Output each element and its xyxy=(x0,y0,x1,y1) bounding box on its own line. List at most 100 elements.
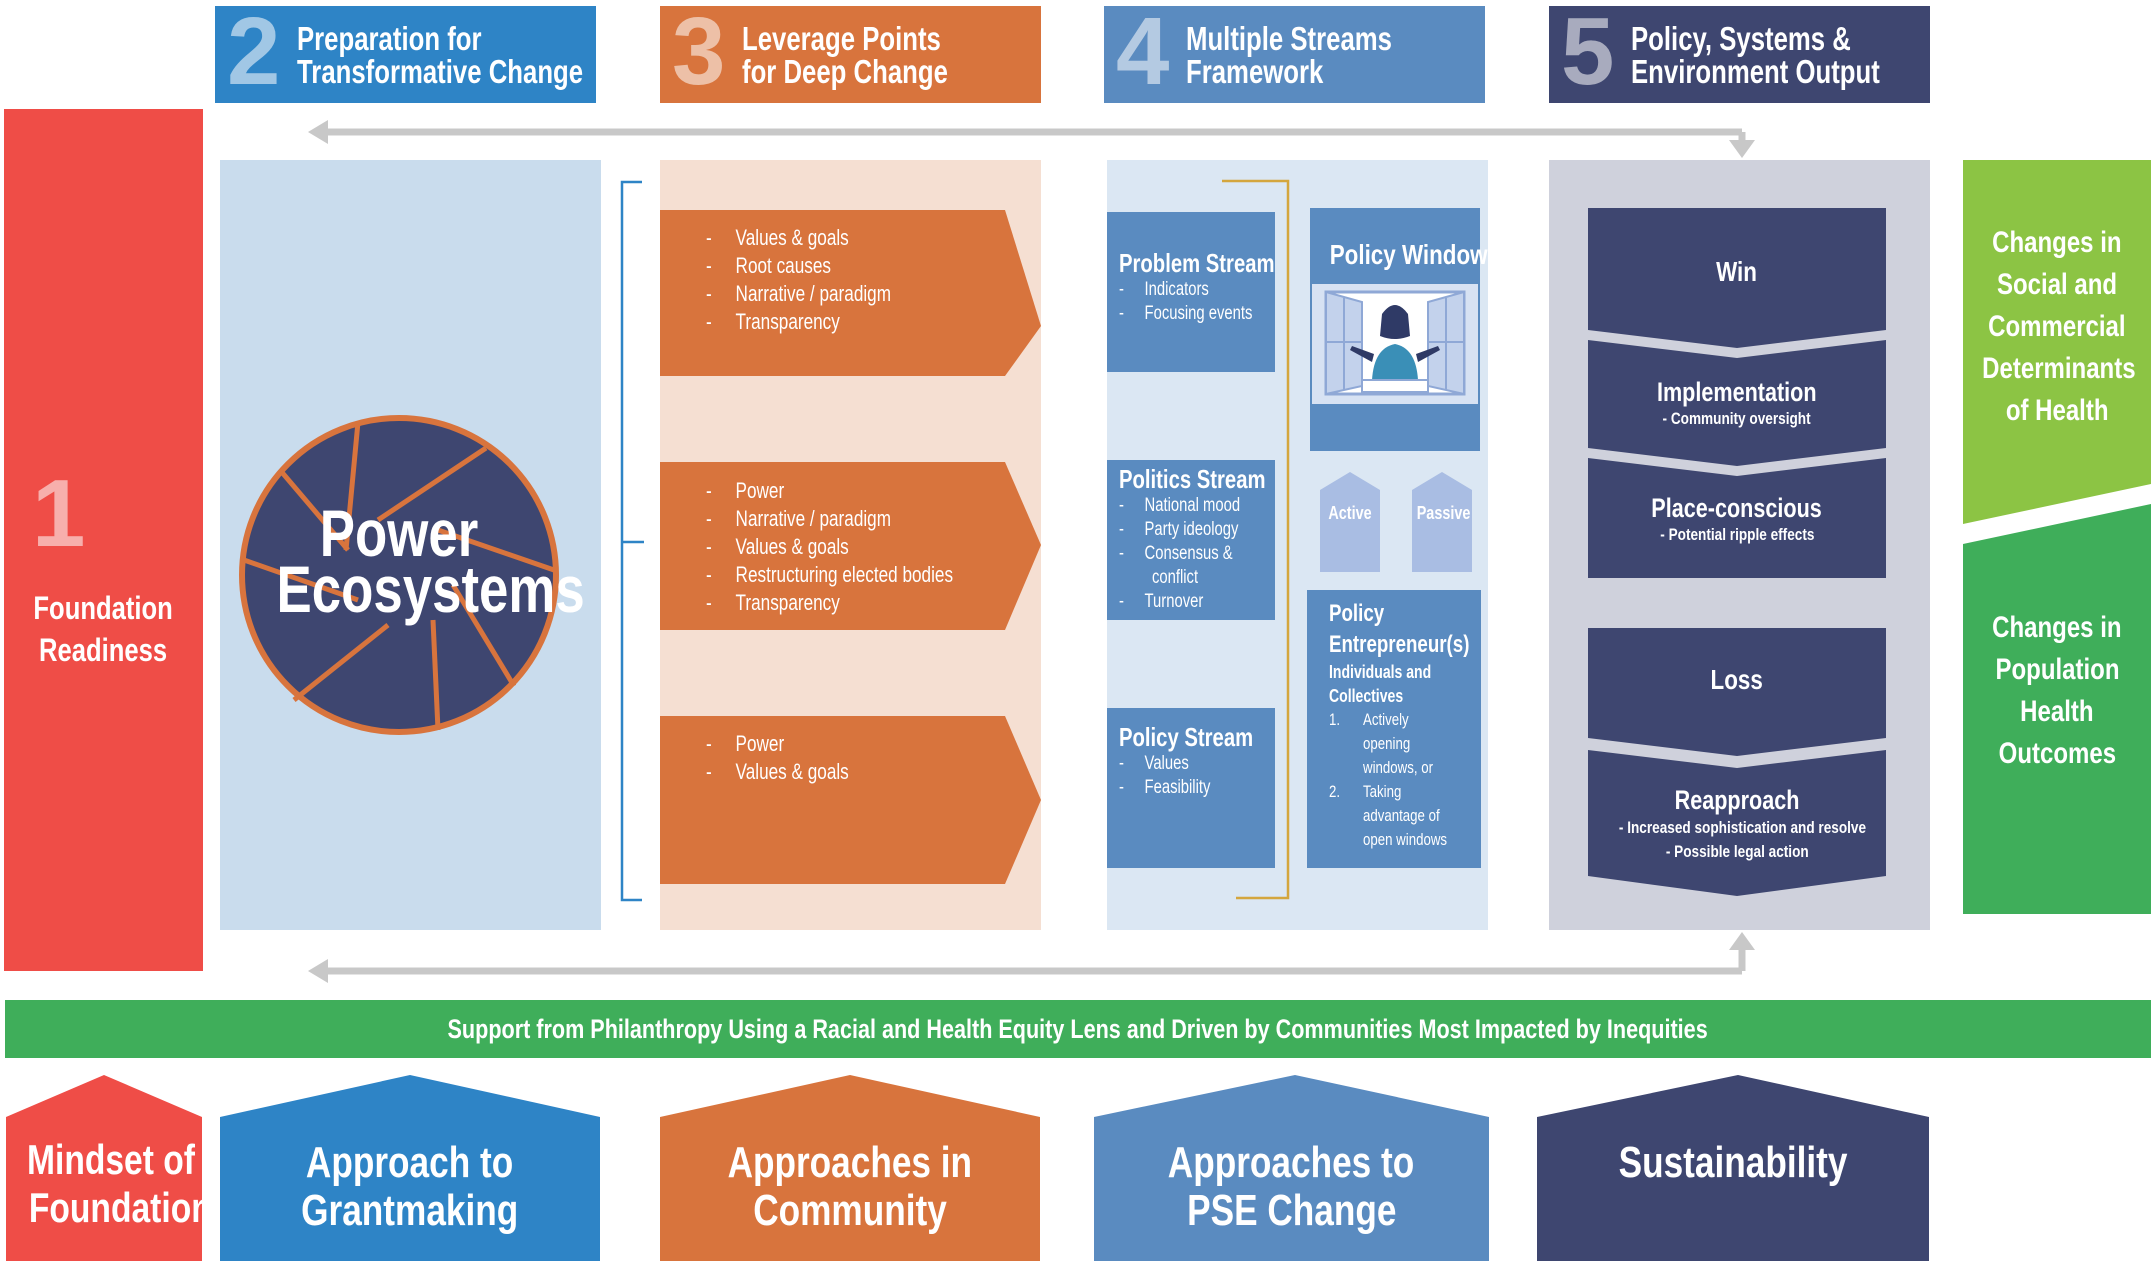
outcome-line: Commercial xyxy=(1988,310,2126,343)
bottom-label: Sustainability xyxy=(1618,1138,1848,1187)
bottom-label: Mindset of xyxy=(26,1136,195,1183)
leverage-item: Restructuring elected bodies xyxy=(735,562,954,587)
implementation-sub: - Community oversight xyxy=(1662,409,1812,428)
arrowhead-up-bottom xyxy=(1729,932,1755,950)
header-number: 2 xyxy=(227,0,281,105)
stream-item: Feasibility xyxy=(1144,777,1211,798)
header-title-line1: Policy, Systems & xyxy=(1631,20,1851,57)
entrepreneur-title-line1: Policy xyxy=(1329,600,1385,627)
passive-label: Passive xyxy=(1416,503,1471,523)
bottom-pentagons xyxy=(6,1075,1929,1261)
active-passive-shapes xyxy=(1320,472,1472,572)
leverage-list-3: - Power - Values & goals xyxy=(706,731,849,784)
policy-stream-title: Policy Stream xyxy=(1119,722,1254,752)
outcome-line: Social and xyxy=(1996,268,2118,301)
outcome-line: of Health xyxy=(2005,394,2109,427)
politics-stream-title: Politics Stream xyxy=(1119,464,1266,494)
outcome-line: Population xyxy=(1994,653,2119,686)
header-title-line2: Framework xyxy=(1186,53,1324,90)
leverage-item: Narrative / paradigm xyxy=(735,281,892,306)
header-pse-output: 5 Policy, Systems &Environment Output xyxy=(1549,2,1930,103)
policy-window-title: Policy Window xyxy=(1329,239,1488,270)
entrepreneur-text: advantage of xyxy=(1363,806,1440,825)
header-number: 3 xyxy=(672,0,726,105)
place-chevron xyxy=(1588,458,1886,578)
leverage-item: Values & goals xyxy=(735,225,849,250)
outcome-line: Changes in xyxy=(1992,226,2122,259)
power-title-line2: Ecosystems xyxy=(276,552,585,626)
stream-item: Indicators xyxy=(1144,279,1209,300)
problem-stream-box: Problem Stream - Indicators - Focusing e… xyxy=(1107,212,1275,372)
reapproach-sub-1: - Increased sophistication and resolve xyxy=(1618,818,1867,837)
support-banner: Support from Philanthropy Using a Racial… xyxy=(5,1000,2151,1058)
foundation-label-line1: Foundation xyxy=(33,590,174,626)
community-pentagon xyxy=(660,1075,1040,1261)
open-window-person-icon xyxy=(1312,284,1478,404)
stream-item: Consensus & xyxy=(1144,543,1233,564)
reapproach-chevron xyxy=(1588,750,1886,896)
implementation-label: Implementation xyxy=(1657,377,1817,407)
header-title-line2: Transformative Change xyxy=(297,53,584,90)
outcome-line: Changes in xyxy=(1992,611,2122,644)
politics-stream-box: Politics Stream - National mood - Party … xyxy=(1107,460,1275,620)
bottom-label: Foundation xyxy=(28,1184,212,1231)
loss-label: Loss xyxy=(1710,664,1764,695)
streams-bracket xyxy=(1222,179,1290,900)
leverage-chevron-1 xyxy=(660,210,1041,376)
foundation-readiness-panel: 1 Foundation Readiness xyxy=(4,109,203,971)
win-chevron xyxy=(1588,208,1886,348)
outcome-line: Outcomes xyxy=(1998,737,2116,770)
grantmaking-pentagon xyxy=(220,1075,600,1261)
power-aperture-graphic xyxy=(239,415,559,735)
stream-item: Values xyxy=(1144,753,1189,774)
social-determinants-panel xyxy=(1963,160,2151,524)
stream-item: National mood xyxy=(1144,495,1241,516)
population-health-panel xyxy=(1963,504,2151,914)
place-conscious-sub: - Potential ripple effects xyxy=(1659,525,1815,544)
entrepreneur-text: open windows xyxy=(1363,830,1448,849)
leverage-chevrons xyxy=(660,210,1041,884)
entrepreneur-text: Taking xyxy=(1363,782,1402,801)
leverage-item: Transparency xyxy=(735,590,840,615)
support-banner-text: Support from Philanthropy Using a Racial… xyxy=(447,1014,1709,1044)
entrepreneur-text: Actively xyxy=(1363,710,1409,729)
leverage-chevron-3 xyxy=(660,716,1041,884)
mindset-pentagon xyxy=(6,1075,202,1261)
problem-stream-title: Problem Stream xyxy=(1119,248,1275,278)
sustainability-pentagon xyxy=(1537,1075,1929,1261)
leverage-item: Power xyxy=(735,478,785,503)
stream-item: Party ideology xyxy=(1144,519,1239,540)
foundation-number: 1 xyxy=(32,460,86,567)
passive-shape xyxy=(1412,472,1472,572)
leverage-list-1: - Values & goals - Root causes - Narrati… xyxy=(706,225,892,334)
active-label: Active xyxy=(1328,503,1372,523)
leverage-item: Power xyxy=(735,731,785,756)
active-shape xyxy=(1320,472,1380,572)
bottom-label: PSE Change xyxy=(1186,1186,1397,1235)
outcome-line: Determinants xyxy=(1982,352,2136,385)
entrepreneur-text: opening xyxy=(1363,734,1411,753)
reapproach-sub-2: - Possible legal action xyxy=(1665,842,1809,861)
foundation-label-line2: Readiness xyxy=(39,632,168,668)
header-number: 4 xyxy=(1116,0,1170,105)
power-title-line1: Power xyxy=(319,496,479,570)
policy-entrepreneur-box: Policy Entrepreneur(s) Individuals and C… xyxy=(1307,590,1481,868)
outcome-panels xyxy=(1963,160,2151,914)
entrepreneur-sub-line2: Collectives xyxy=(1329,686,1404,706)
place-conscious-label: Place-conscious xyxy=(1651,493,1823,523)
entrepreneur-number-1: 1. xyxy=(1329,710,1341,729)
arrowhead-left-bottom xyxy=(308,959,328,983)
entrepreneur-sub-line1: Individuals and xyxy=(1329,662,1432,682)
bottom-label: Grantmaking xyxy=(301,1186,519,1235)
grouping-bracket xyxy=(620,180,644,902)
stream-item: Turnover xyxy=(1144,591,1204,612)
pse-change-pentagon xyxy=(1094,1075,1489,1261)
bottom-label: Community xyxy=(753,1186,947,1235)
policy-stream-box: Policy Stream - Values - Feasibility xyxy=(1107,708,1275,868)
leverage-item: Narrative / paradigm xyxy=(735,506,892,531)
entrepreneur-number-2: 2. xyxy=(1329,782,1341,801)
win-label: Win xyxy=(1716,256,1758,287)
stream-item: conflict xyxy=(1151,567,1199,588)
